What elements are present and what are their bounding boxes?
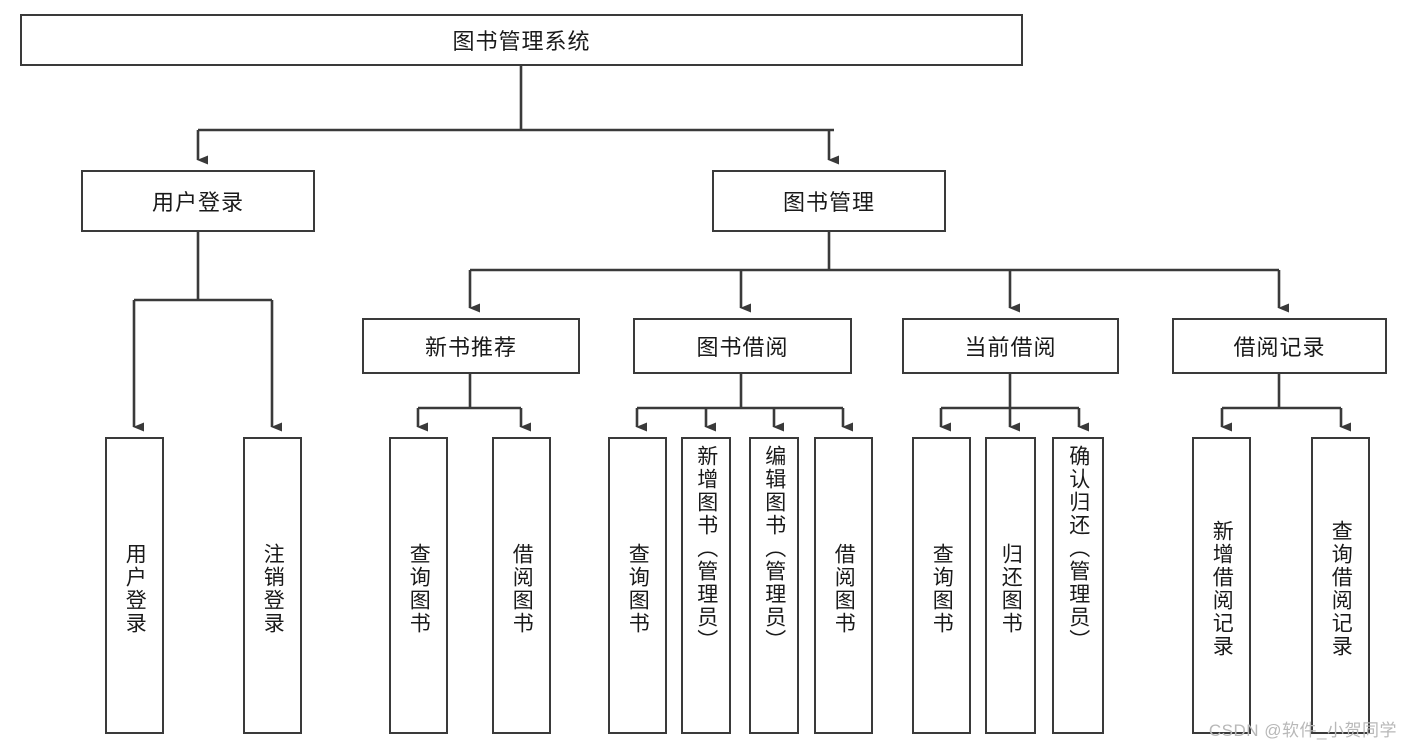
- leaf-confirm-return-admin-label: 确认归还（管理员）: [1066, 445, 1090, 652]
- leaf-add-book-admin[interactable]: 新增图书（管理员）: [681, 437, 731, 734]
- leaf-logout-label: 注销登录: [261, 542, 285, 635]
- leaf-query-book-current-label: 查询图书: [930, 542, 954, 635]
- leaf-add-book-admin-label: 新增图书（管理员）: [694, 445, 718, 652]
- node-book-borrow-label: 图书借阅: [696, 335, 789, 360]
- node-new-book-recommend-label: 新书推荐: [424, 335, 517, 360]
- leaf-borrow-book-new[interactable]: 借阅图书: [492, 437, 551, 734]
- leaf-query-book-current[interactable]: 查询图书: [912, 437, 971, 734]
- node-root-label: 图书管理系统: [452, 29, 591, 54]
- leaf-return-book[interactable]: 归还图书: [985, 437, 1036, 734]
- node-new-book-recommend[interactable]: 新书推荐: [362, 318, 580, 374]
- leaf-borrow-book[interactable]: 借阅图书: [814, 437, 873, 734]
- leaf-confirm-return-admin[interactable]: 确认归还（管理员）: [1052, 437, 1104, 734]
- leaf-query-book-new-label: 查询图书: [407, 542, 431, 635]
- leaf-query-book-borrow-label: 查询图书: [626, 542, 650, 635]
- leaf-query-borrow-record[interactable]: 查询借阅记录: [1311, 437, 1370, 734]
- node-current-borrow-label: 当前借阅: [964, 335, 1057, 360]
- node-book-management[interactable]: 图书管理: [712, 170, 946, 232]
- leaf-add-borrow-record-label: 新增借阅记录: [1210, 519, 1234, 658]
- leaf-borrow-book-new-label: 借阅图书: [510, 542, 534, 635]
- node-user-login[interactable]: 用户登录: [81, 170, 315, 232]
- leaf-user-login-label: 用户登录: [123, 542, 147, 635]
- node-book-management-label: 图书管理: [782, 190, 875, 215]
- leaf-user-login[interactable]: 用户登录: [105, 437, 164, 734]
- leaf-logout[interactable]: 注销登录: [243, 437, 302, 734]
- node-user-login-label: 用户登录: [151, 190, 244, 215]
- node-borrow-record-label: 借阅记录: [1233, 335, 1326, 360]
- leaf-query-book-new[interactable]: 查询图书: [389, 437, 448, 734]
- leaf-query-borrow-record-label: 查询借阅记录: [1329, 519, 1353, 658]
- leaf-query-book-borrow[interactable]: 查询图书: [608, 437, 667, 734]
- leaf-return-book-label: 归还图书: [999, 542, 1023, 635]
- leaf-edit-book-admin[interactable]: 编辑图书（管理员）: [749, 437, 799, 734]
- leaf-add-borrow-record[interactable]: 新增借阅记录: [1192, 437, 1251, 734]
- node-book-borrow[interactable]: 图书借阅: [633, 318, 852, 374]
- node-borrow-record[interactable]: 借阅记录: [1172, 318, 1387, 374]
- leaf-edit-book-admin-label: 编辑图书（管理员）: [762, 445, 786, 652]
- leaf-borrow-book-label: 借阅图书: [832, 542, 856, 635]
- node-root[interactable]: 图书管理系统: [20, 14, 1023, 66]
- node-current-borrow[interactable]: 当前借阅: [902, 318, 1119, 374]
